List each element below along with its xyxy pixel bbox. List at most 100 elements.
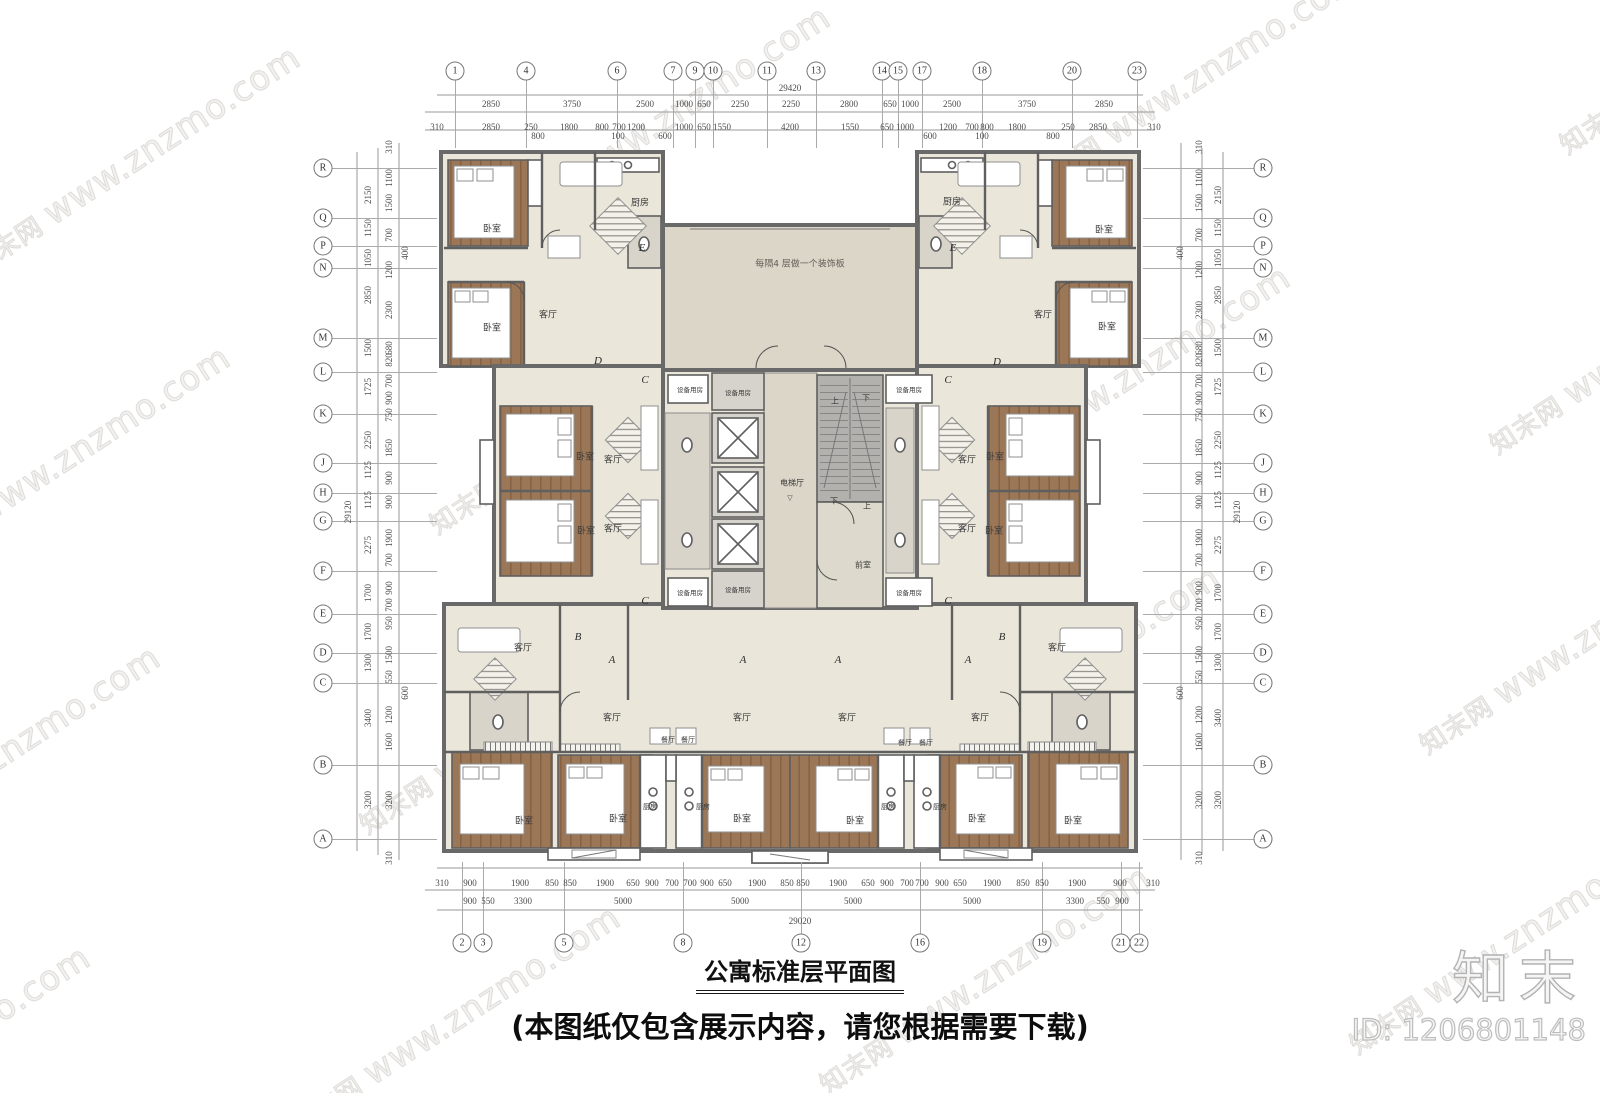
dimension-label: 1850 <box>384 439 394 457</box>
dimension-label: 1000 <box>901 99 919 109</box>
dimension-label: 2250 <box>1213 431 1223 449</box>
grid-leader-line <box>1137 80 1138 148</box>
grid-leader-line <box>1143 338 1255 339</box>
grid-bubble: J <box>313 453 333 473</box>
dimension-label: 800 <box>980 122 994 132</box>
room-label: 客厅 <box>513 643 533 654</box>
dimension-label: 550 <box>1194 670 1204 684</box>
grid-leader-line <box>1072 80 1073 148</box>
grid-bubble: K <box>313 404 333 424</box>
room-label: 设备用房 <box>725 389 751 397</box>
dimension-label: 820 <box>384 353 394 367</box>
dimension-label: 1900 <box>983 878 1001 888</box>
dimension-label: 2500 <box>636 99 654 109</box>
grid-leader-line <box>713 80 714 148</box>
dimension-label: 5000 <box>844 896 862 906</box>
grid-bubble: 20 <box>1062 61 1082 81</box>
grid-bubble: 3 <box>473 933 493 953</box>
dimension-label: 3300 <box>514 896 532 906</box>
dimension-label: 850 <box>780 878 794 888</box>
grid-bubble: 7 <box>663 61 683 81</box>
dimension-label: 900 <box>1113 878 1127 888</box>
dimension-label: 650 <box>718 878 732 888</box>
room-label: 厨房 <box>696 803 710 811</box>
grid-leader-line <box>1121 862 1122 935</box>
grid-leader-line <box>332 521 437 522</box>
dimension-label: 700 <box>965 122 979 132</box>
dimension-label: 2850 <box>363 286 373 304</box>
dimension-label: 1200 <box>384 706 394 724</box>
grid-bubble: G <box>1253 511 1273 531</box>
grid-bubble: B <box>1253 755 1273 775</box>
dimension-label: 600 <box>400 686 410 700</box>
dimension-label: 1800 <box>560 122 578 132</box>
dimension-label: 1000 <box>675 99 693 109</box>
room-label: A <box>834 654 842 666</box>
dimension-label: 700 <box>1194 553 1204 567</box>
dimension-label: 1725 <box>1213 378 1223 396</box>
dimension-label: 3750 <box>1018 99 1036 109</box>
grid-leader-line <box>1143 521 1255 522</box>
grid-leader-line <box>332 765 437 766</box>
room-label: 上 <box>863 501 871 511</box>
dimension-label: 2150 <box>363 186 373 204</box>
grid-bubble: 19 <box>1032 933 1052 953</box>
grid-bubble: E <box>1253 604 1273 624</box>
room-label: 设备用房 <box>896 386 922 394</box>
grid-leader-line <box>332 614 437 615</box>
dimension-label: 4200 <box>781 122 799 132</box>
room-label: B <box>998 631 1006 643</box>
room-label: 上 <box>831 396 839 406</box>
dimension-label: 2850 <box>1095 99 1113 109</box>
dimension-label: 1000 <box>675 122 693 132</box>
dimension-label: 2250 <box>731 99 749 109</box>
dimension-label: 3200 <box>1213 791 1223 809</box>
dimension-label: 310 <box>435 878 449 888</box>
dimension-label: 600 <box>1175 686 1185 700</box>
grid-leader-line <box>1143 683 1255 684</box>
dimension-label: 2500 <box>943 99 961 109</box>
dimension-label: 310 <box>1146 878 1160 888</box>
dimension-label: 3200 <box>1194 791 1204 809</box>
dimension-label: 1200 <box>939 122 957 132</box>
room-label: 客厅 <box>1033 310 1053 321</box>
grid-leader-line <box>332 268 437 269</box>
grid-bubble: A <box>1253 829 1273 849</box>
dimension-label: 900 <box>384 581 394 595</box>
grid-bubble: Q <box>1253 208 1273 228</box>
grid-leader-line <box>1143 372 1255 373</box>
grid-bubble: 22 <box>1129 933 1149 953</box>
dimension-label: 1500 <box>1213 339 1223 357</box>
dimension-label: 900 <box>1194 471 1204 485</box>
room-label: ▽ <box>787 494 793 502</box>
grid-leader-line <box>332 463 437 464</box>
room-label: 厨房 <box>630 198 650 209</box>
dimension-label: 2850 <box>482 99 500 109</box>
dimension-label: 1900 <box>1068 878 1086 888</box>
grid-leader-line <box>1042 862 1043 935</box>
dimension-label: 900 <box>1194 581 1204 595</box>
grid-leader-line <box>483 862 484 935</box>
dimension-label: 2800 <box>840 99 858 109</box>
grid-bubble: L <box>313 362 333 382</box>
grid-leader-line <box>920 862 921 935</box>
grid-leader-line <box>332 246 437 247</box>
room-label: 卧室 <box>845 816 865 827</box>
dimension-label: 1550 <box>841 122 859 132</box>
grid-bubble: M <box>1253 328 1273 348</box>
grid-bubble: B <box>313 755 333 775</box>
room-label: 厨房 <box>933 803 947 811</box>
grid-bubble: E <box>313 604 333 624</box>
dimension-label: 950 <box>1194 616 1204 630</box>
dimension-label: 2275 <box>363 536 373 554</box>
grid-bubble: 9 <box>685 61 705 81</box>
room-label: 客厅 <box>957 455 977 466</box>
room-label: B <box>574 631 582 643</box>
room-label: 客厅 <box>602 713 622 724</box>
grid-leader-line <box>526 80 527 148</box>
dimension-label: 900 <box>1115 896 1129 906</box>
grid-bubble: D <box>313 643 333 663</box>
room-label: E <box>638 242 646 254</box>
dimension-label: 1125 <box>1213 491 1223 509</box>
dimension-label: 1050 <box>1213 249 1223 267</box>
